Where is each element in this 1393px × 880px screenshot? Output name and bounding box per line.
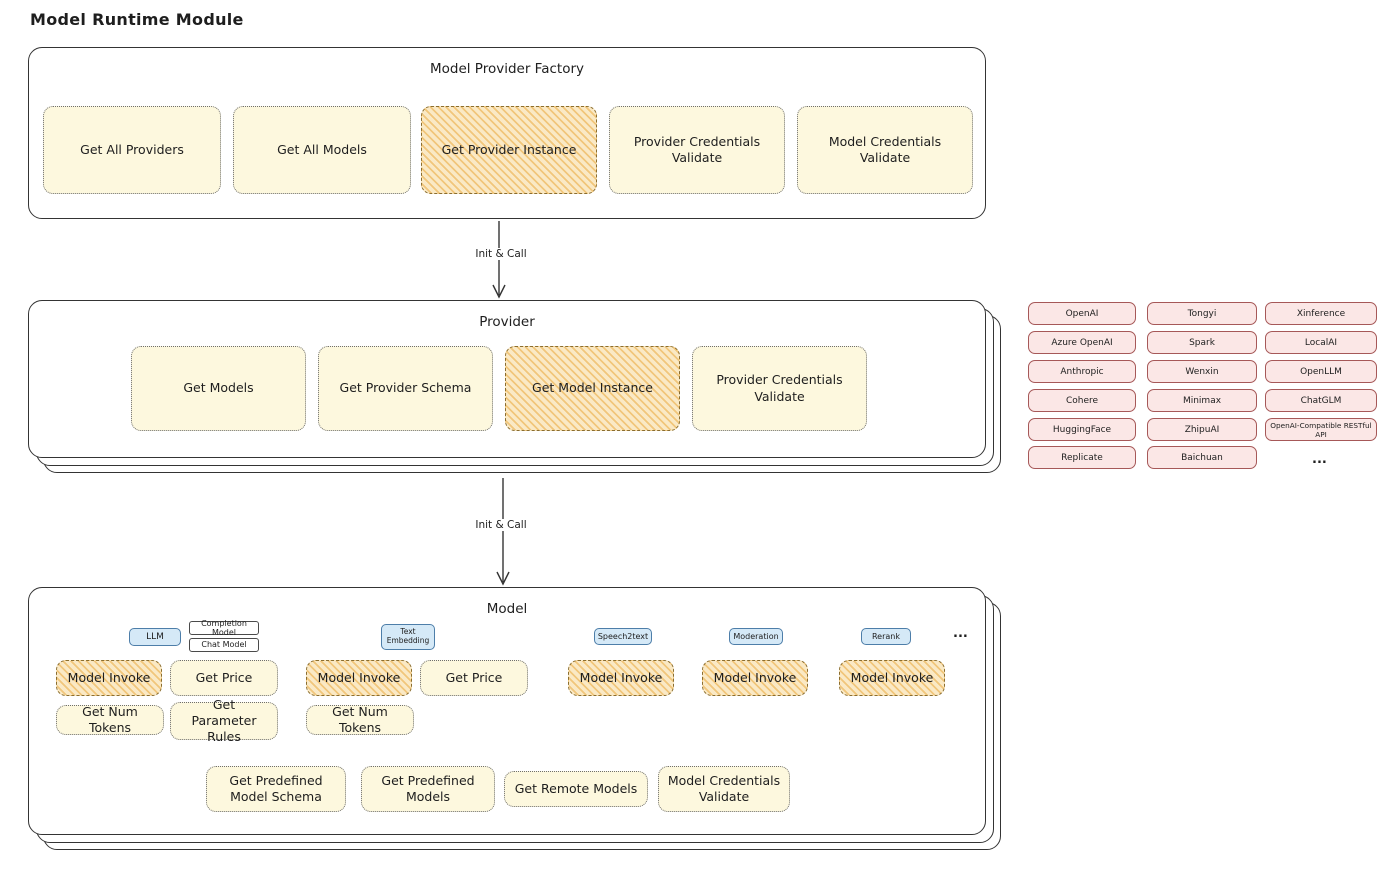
arrow-label-init-call-1: Init & Call [458, 248, 544, 260]
provider-chip-tongyi: Tongyi [1147, 302, 1257, 325]
model-box: Model LLM Completion Model Chat Model Te… [28, 587, 986, 835]
model-tags-more-dots: ... [953, 626, 968, 641]
model-stack: Model LLM Completion Model Chat Model Te… [28, 587, 1001, 850]
provider-chip-azure-openai: Azure OpenAI [1028, 331, 1136, 354]
node-model-credentials-validate-factory: Model Credentials Validate [797, 106, 973, 194]
node-speech2text-model-invoke: Model Invoke [568, 660, 674, 696]
provider-chip-anthropic: Anthropic [1028, 360, 1136, 383]
node-get-predefined-model-schema: Get Predefined Model Schema [206, 766, 346, 812]
node-provider-credentials-validate-provider: Provider Credentials Validate [692, 346, 867, 431]
node-get-remote-models: Get Remote Models [504, 771, 648, 807]
node-rerank-model-invoke: Model Invoke [839, 660, 945, 696]
node-llm-get-num-tokens: Get Num Tokens [56, 704, 164, 735]
provider-chip-huggingface: HuggingFace [1028, 418, 1136, 441]
tag-speech2text: Speech2text [594, 628, 652, 645]
model-title: Model [486, 601, 528, 617]
node-get-model-instance: Get Model Instance [505, 346, 680, 431]
tag-chat-model: Chat Model [189, 638, 259, 652]
provider-chip-xinference: Xinference [1265, 302, 1377, 325]
provider-chip-spark: Spark [1147, 331, 1257, 354]
node-get-provider-instance: Get Provider Instance [421, 106, 597, 194]
provider-chip-minimax: Minimax [1147, 389, 1257, 412]
node-embedding-get-num-tokens: Get Num Tokens [306, 704, 414, 735]
provider-chip-chatglm: ChatGLM [1265, 389, 1377, 412]
tag-completion-model: Completion Model [189, 619, 259, 637]
provider-chip-openllm: OpenLLM [1265, 360, 1377, 383]
provider-chip-wenxin: Wenxin [1147, 360, 1257, 383]
provider-chip-localai: LocalAI [1265, 331, 1377, 354]
provider-chip-cohere: Cohere [1028, 389, 1136, 412]
node-moderation-model-invoke: Model Invoke [702, 660, 808, 696]
node-model-credentials-validate-model: Model Credentials Validate [658, 766, 790, 812]
node-llm-get-parameter-rules: Get Parameter Rules [170, 697, 278, 744]
node-get-models: Get Models [131, 346, 306, 431]
provider-chip-zhipuai: ZhipuAI [1147, 418, 1257, 441]
node-get-provider-schema: Get Provider Schema [318, 346, 493, 431]
arrow-factory-to-provider [492, 221, 506, 299]
node-get-predefined-models: Get Predefined Models [361, 766, 495, 812]
provider-box: Provider Get Models Get Provider Schema … [28, 300, 986, 458]
provider-chip-openai-compatible: OpenAI-Compatible RESTful API [1265, 418, 1377, 441]
arrow-provider-to-model [496, 478, 510, 586]
provider-chip-baichuan: Baichuan [1147, 446, 1257, 469]
tag-moderation: Moderation [729, 628, 783, 645]
node-llm-get-price: Get Price [170, 660, 278, 696]
node-embedding-get-price: Get Price [420, 660, 528, 696]
providers-grid-more-dots: ... [1312, 452, 1327, 467]
provider-chip-replicate: Replicate [1028, 446, 1136, 469]
model-provider-factory-box: Model Provider Factory Get All Providers… [28, 47, 986, 219]
arrow-label-init-call-2: Init & Call [458, 519, 544, 531]
node-llm-model-invoke: Model Invoke [56, 660, 162, 696]
tag-text-embedding: Text Embedding [381, 624, 435, 650]
node-embedding-model-invoke: Model Invoke [306, 660, 412, 696]
provider-chip-openai: OpenAI [1028, 302, 1136, 325]
page-title: Model Runtime Module [30, 10, 244, 29]
node-get-all-providers: Get All Providers [43, 106, 221, 194]
factory-title: Model Provider Factory [429, 61, 584, 77]
tag-rerank: Rerank [861, 628, 911, 645]
tag-llm: LLM [129, 628, 181, 646]
provider-title: Provider [479, 314, 535, 330]
node-provider-credentials-validate-factory: Provider Credentials Validate [609, 106, 785, 194]
node-get-all-models: Get All Models [233, 106, 411, 194]
provider-stack: Provider Get Models Get Provider Schema … [28, 300, 1001, 473]
